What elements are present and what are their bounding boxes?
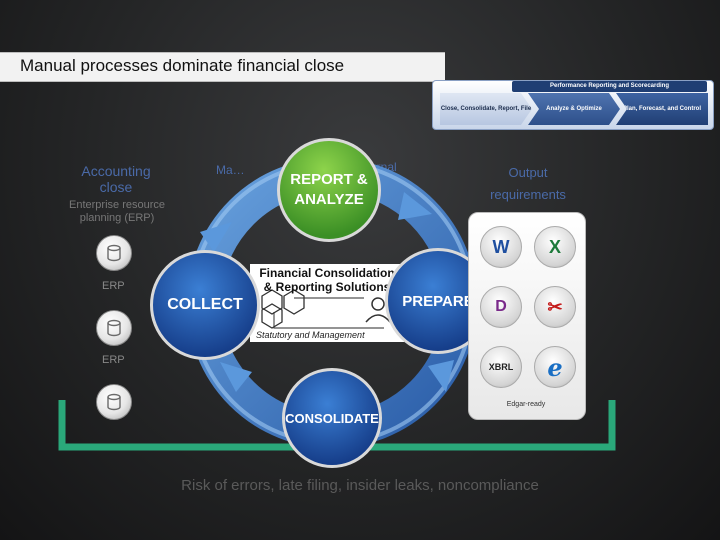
database-glyph xyxy=(107,319,121,337)
node-consolidate: CONSOLIDATE xyxy=(282,368,382,468)
network-cubes-graphic xyxy=(261,289,401,329)
center-title: Financial Consolidation & Reporting Solu… xyxy=(259,266,395,294)
process-step-close: Close, Consolidate, Report, File xyxy=(440,93,532,125)
node-collect: COLLECT xyxy=(150,250,260,360)
process-step-plan: Plan, Forecast, and Control xyxy=(616,93,708,125)
center-box xyxy=(250,264,404,342)
risk-statement: Risk of errors, late filing, insider lea… xyxy=(181,477,539,494)
internet-explorer-icon: e xyxy=(534,346,576,388)
cycle-arrowhead xyxy=(220,362,252,392)
database-glyph xyxy=(107,244,121,262)
node-report-analyze: REPORT & ANALYZE xyxy=(277,138,381,242)
process-strip-header: Performance Reporting and Scorecarding xyxy=(512,81,707,92)
cycle-arrowhead xyxy=(200,222,232,252)
center-subtitle: Statutory and Management xyxy=(256,330,365,340)
onenote-icon: D xyxy=(480,286,522,328)
database-glyph xyxy=(107,393,121,411)
cycle-arrowhead xyxy=(428,360,454,392)
title-bar xyxy=(0,52,445,82)
user-head xyxy=(371,297,385,311)
output-requirements-heading: Output requirements xyxy=(490,165,566,202)
cube-outline xyxy=(261,303,283,329)
cycle-left-partial-label: Ma… xyxy=(216,163,245,177)
database-icon xyxy=(96,384,132,420)
slide-title: Manual processes dominate financial clos… xyxy=(20,56,345,75)
cube-outline xyxy=(283,289,305,315)
excel-icon: X xyxy=(534,226,576,268)
database-icon xyxy=(96,310,132,346)
erp-label: ERP xyxy=(102,354,125,366)
cycle-arrowhead xyxy=(398,192,432,220)
accounting-close-heading: Accounting close xyxy=(81,163,151,195)
database-icon xyxy=(96,235,132,271)
word-icon: W xyxy=(480,226,522,268)
xbrl-icon: XBRL xyxy=(480,346,522,388)
erp-label: ERP xyxy=(102,280,125,292)
pdf-icon: ✂ xyxy=(534,286,576,328)
process-step-analyze: Analyze & Optimize xyxy=(528,93,620,125)
connector-line xyxy=(273,312,384,329)
erp-description: Enterprise resource planning (ERP) xyxy=(69,199,165,224)
edgar-ready-label: Edgar-ready xyxy=(506,401,546,408)
cube-outline xyxy=(261,289,283,315)
